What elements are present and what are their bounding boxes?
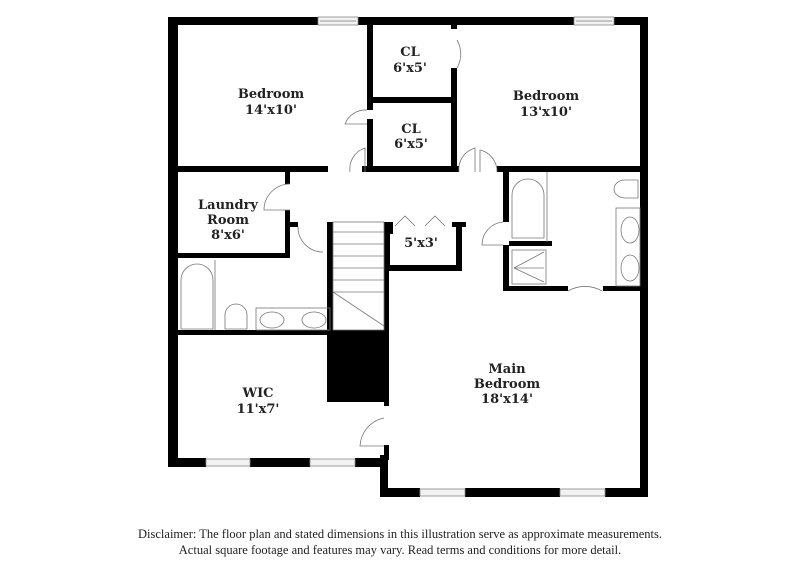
hall-sink (301, 311, 327, 329)
room-closet-2-dims: 6'x5' (394, 137, 428, 152)
room-bedroom-3-dims: 13'x10' (520, 105, 572, 120)
room-laundry-name-2: Room (207, 213, 249, 228)
room-main-bedroom-name-1: Main (488, 362, 526, 377)
room-bedroom-2-name: Bedroom (238, 87, 305, 102)
room-laundry-dims: 8'x6' (211, 228, 245, 243)
room-closet-2-name: CL (401, 122, 421, 137)
room-closet-1-dims: 6'x5' (393, 61, 427, 76)
hall-toilet (224, 303, 248, 330)
main-bathtub (511, 178, 545, 239)
doors (263, 39, 603, 447)
main-sink (620, 254, 640, 282)
main-sink (620, 216, 640, 244)
room-main-bedroom-dims: 18'x14' (481, 392, 533, 407)
room-linen-closet-dims: 5'x3' (404, 236, 438, 251)
room-main-bedroom-name-2: Bedroom (474, 377, 541, 392)
disclaimer-line-2: Actual square footage and features may v… (178, 543, 622, 557)
hall-bathtub (180, 263, 214, 330)
room-labels: Bedroom 14'x10' CL 6'x5' CL 6'x5' Bedroo… (198, 45, 579, 417)
fixtures (180, 172, 641, 331)
hall-sink (259, 311, 285, 329)
exterior-walls (168, 17, 648, 497)
room-laundry-name-1: Laundry (198, 198, 258, 213)
room-wic-name: WIC (241, 386, 273, 401)
shower (511, 249, 547, 285)
room-closet-1-name: CL (400, 45, 420, 60)
main-toilet (613, 179, 639, 199)
room-bedroom-2-dims: 14'x10' (245, 103, 297, 118)
staircase (332, 221, 385, 331)
room-bedroom-3-name: Bedroom (513, 89, 580, 104)
room-wic-dims: 11'x7' (237, 402, 280, 417)
disclaimer: Disclaimer: The floor plan and stated di… (0, 526, 800, 558)
disclaimer-line-1: Disclaimer: The floor plan and stated di… (138, 527, 662, 541)
windows (205, 16, 615, 497)
